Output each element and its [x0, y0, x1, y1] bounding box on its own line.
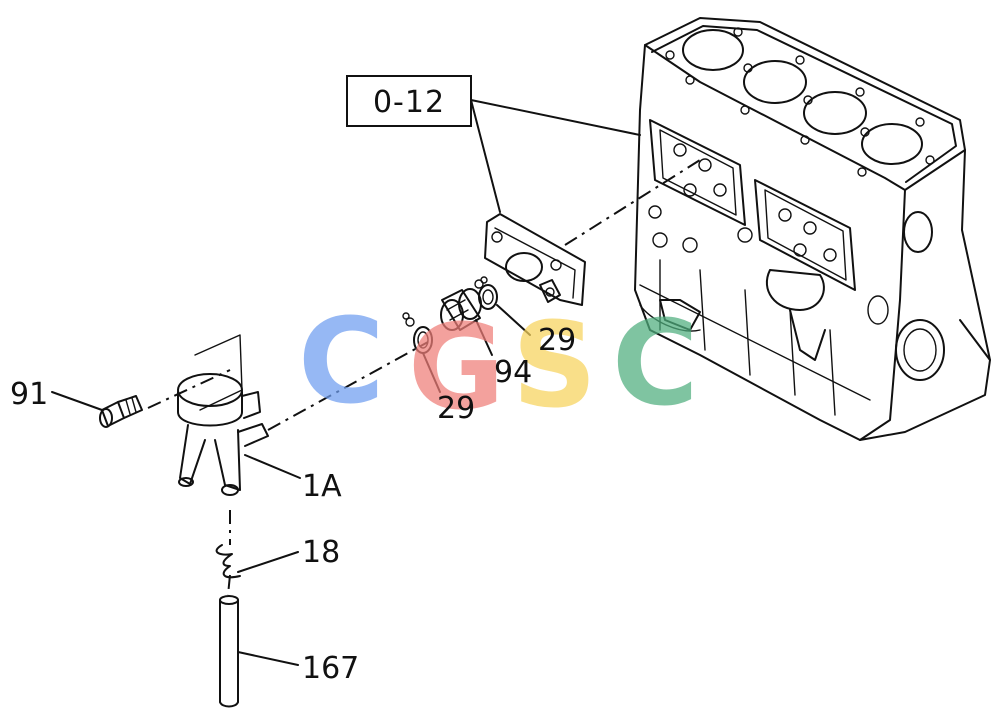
cylinder-bore-1 — [682, 29, 744, 71]
engine-block — [634, 17, 991, 441]
leader-91 — [51, 391, 103, 411]
leader-ref-plate — [470, 99, 501, 213]
housing-1a[interactable] — [177, 334, 269, 496]
watermark-letter-g: G — [408, 298, 505, 436]
mounting-plate — [484, 213, 586, 306]
leader-167 — [237, 651, 299, 666]
callout-91: 91 — [10, 377, 48, 412]
tube-94[interactable] — [440, 288, 482, 331]
centerline-pipe-2 — [227, 574, 231, 596]
watermark: C G S C — [298, 292, 699, 436]
watermark-letter-c2: C — [612, 294, 699, 432]
cylinder-bore-2 — [743, 60, 807, 104]
callout-1a: 1A — [302, 469, 342, 504]
centerline-plate — [564, 159, 701, 246]
cylinder-bore-3 — [803, 91, 867, 135]
leader-94 — [475, 319, 493, 356]
leader-18 — [237, 551, 299, 573]
callout-29-lower: 29 — [437, 391, 475, 426]
watermark-letter-c1: C — [298, 292, 385, 430]
callout-29-upper: 29 — [538, 323, 576, 358]
clip-18[interactable] — [215, 544, 241, 579]
centerline-tube — [267, 341, 429, 431]
bolt-91[interactable] — [99, 395, 143, 428]
watermark-letter-s: S — [512, 296, 597, 434]
block-port-upper — [903, 211, 933, 253]
callout-94: 94 — [494, 355, 532, 390]
block-port-lower — [895, 319, 945, 381]
leader-29-lower — [422, 352, 441, 393]
leader-1a — [244, 454, 301, 479]
reference-box-label: 0-12 — [373, 85, 445, 120]
callout-18: 18 — [302, 535, 340, 570]
leader-ref-block — [470, 99, 641, 136]
reference-box[interactable]: 0-12 — [346, 75, 472, 127]
cylinder-bore-4 — [861, 123, 923, 165]
leader-29-upper — [496, 304, 531, 336]
callout-167: 167 — [302, 651, 359, 686]
pipe-167[interactable] — [219, 595, 239, 708]
